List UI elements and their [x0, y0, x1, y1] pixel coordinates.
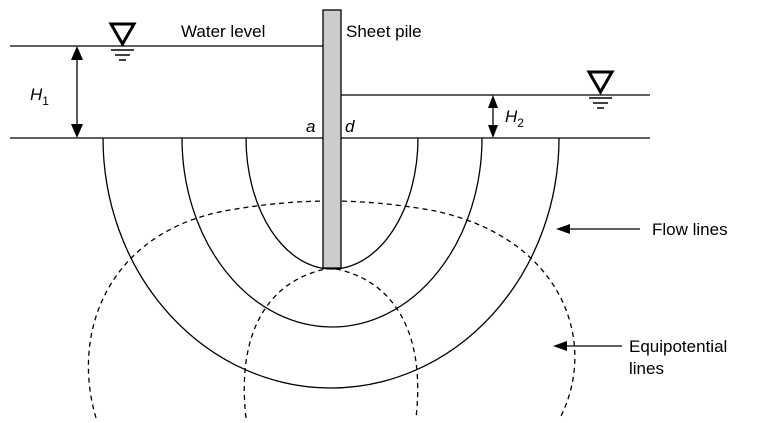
- flow-line-middle: [181, 137, 483, 328]
- equipotential-label-line1: Equipotential: [629, 337, 727, 356]
- flow-lines-pointer-arrow: [556, 224, 640, 234]
- flow-line-outer: [102, 137, 560, 389]
- inverted-triangle-water-icon: [108, 22, 137, 61]
- inverted-triangle-water-icon: [586, 70, 615, 109]
- h2-dimension-arrow: [488, 95, 498, 138]
- equipotential-label-line2: lines: [629, 359, 664, 378]
- equipotential-pointer-arrow: [553, 341, 622, 351]
- point-a-label: a: [306, 117, 315, 136]
- sheet-pile-label: Sheet pile: [346, 22, 422, 41]
- flow-lines: [102, 137, 560, 389]
- h1-label: H1: [30, 85, 49, 108]
- equipotential-line-inner: [243, 267, 419, 419]
- water-level-label: Water level: [181, 22, 265, 41]
- h1-dimension-arrow: [71, 46, 83, 138]
- flow-lines-label: Flow lines: [652, 220, 728, 239]
- point-d-label: d: [345, 117, 355, 136]
- flow-line-inner: [245, 137, 419, 270]
- h2-label: H2: [505, 107, 524, 130]
- sheet-pile: [322, 9, 342, 269]
